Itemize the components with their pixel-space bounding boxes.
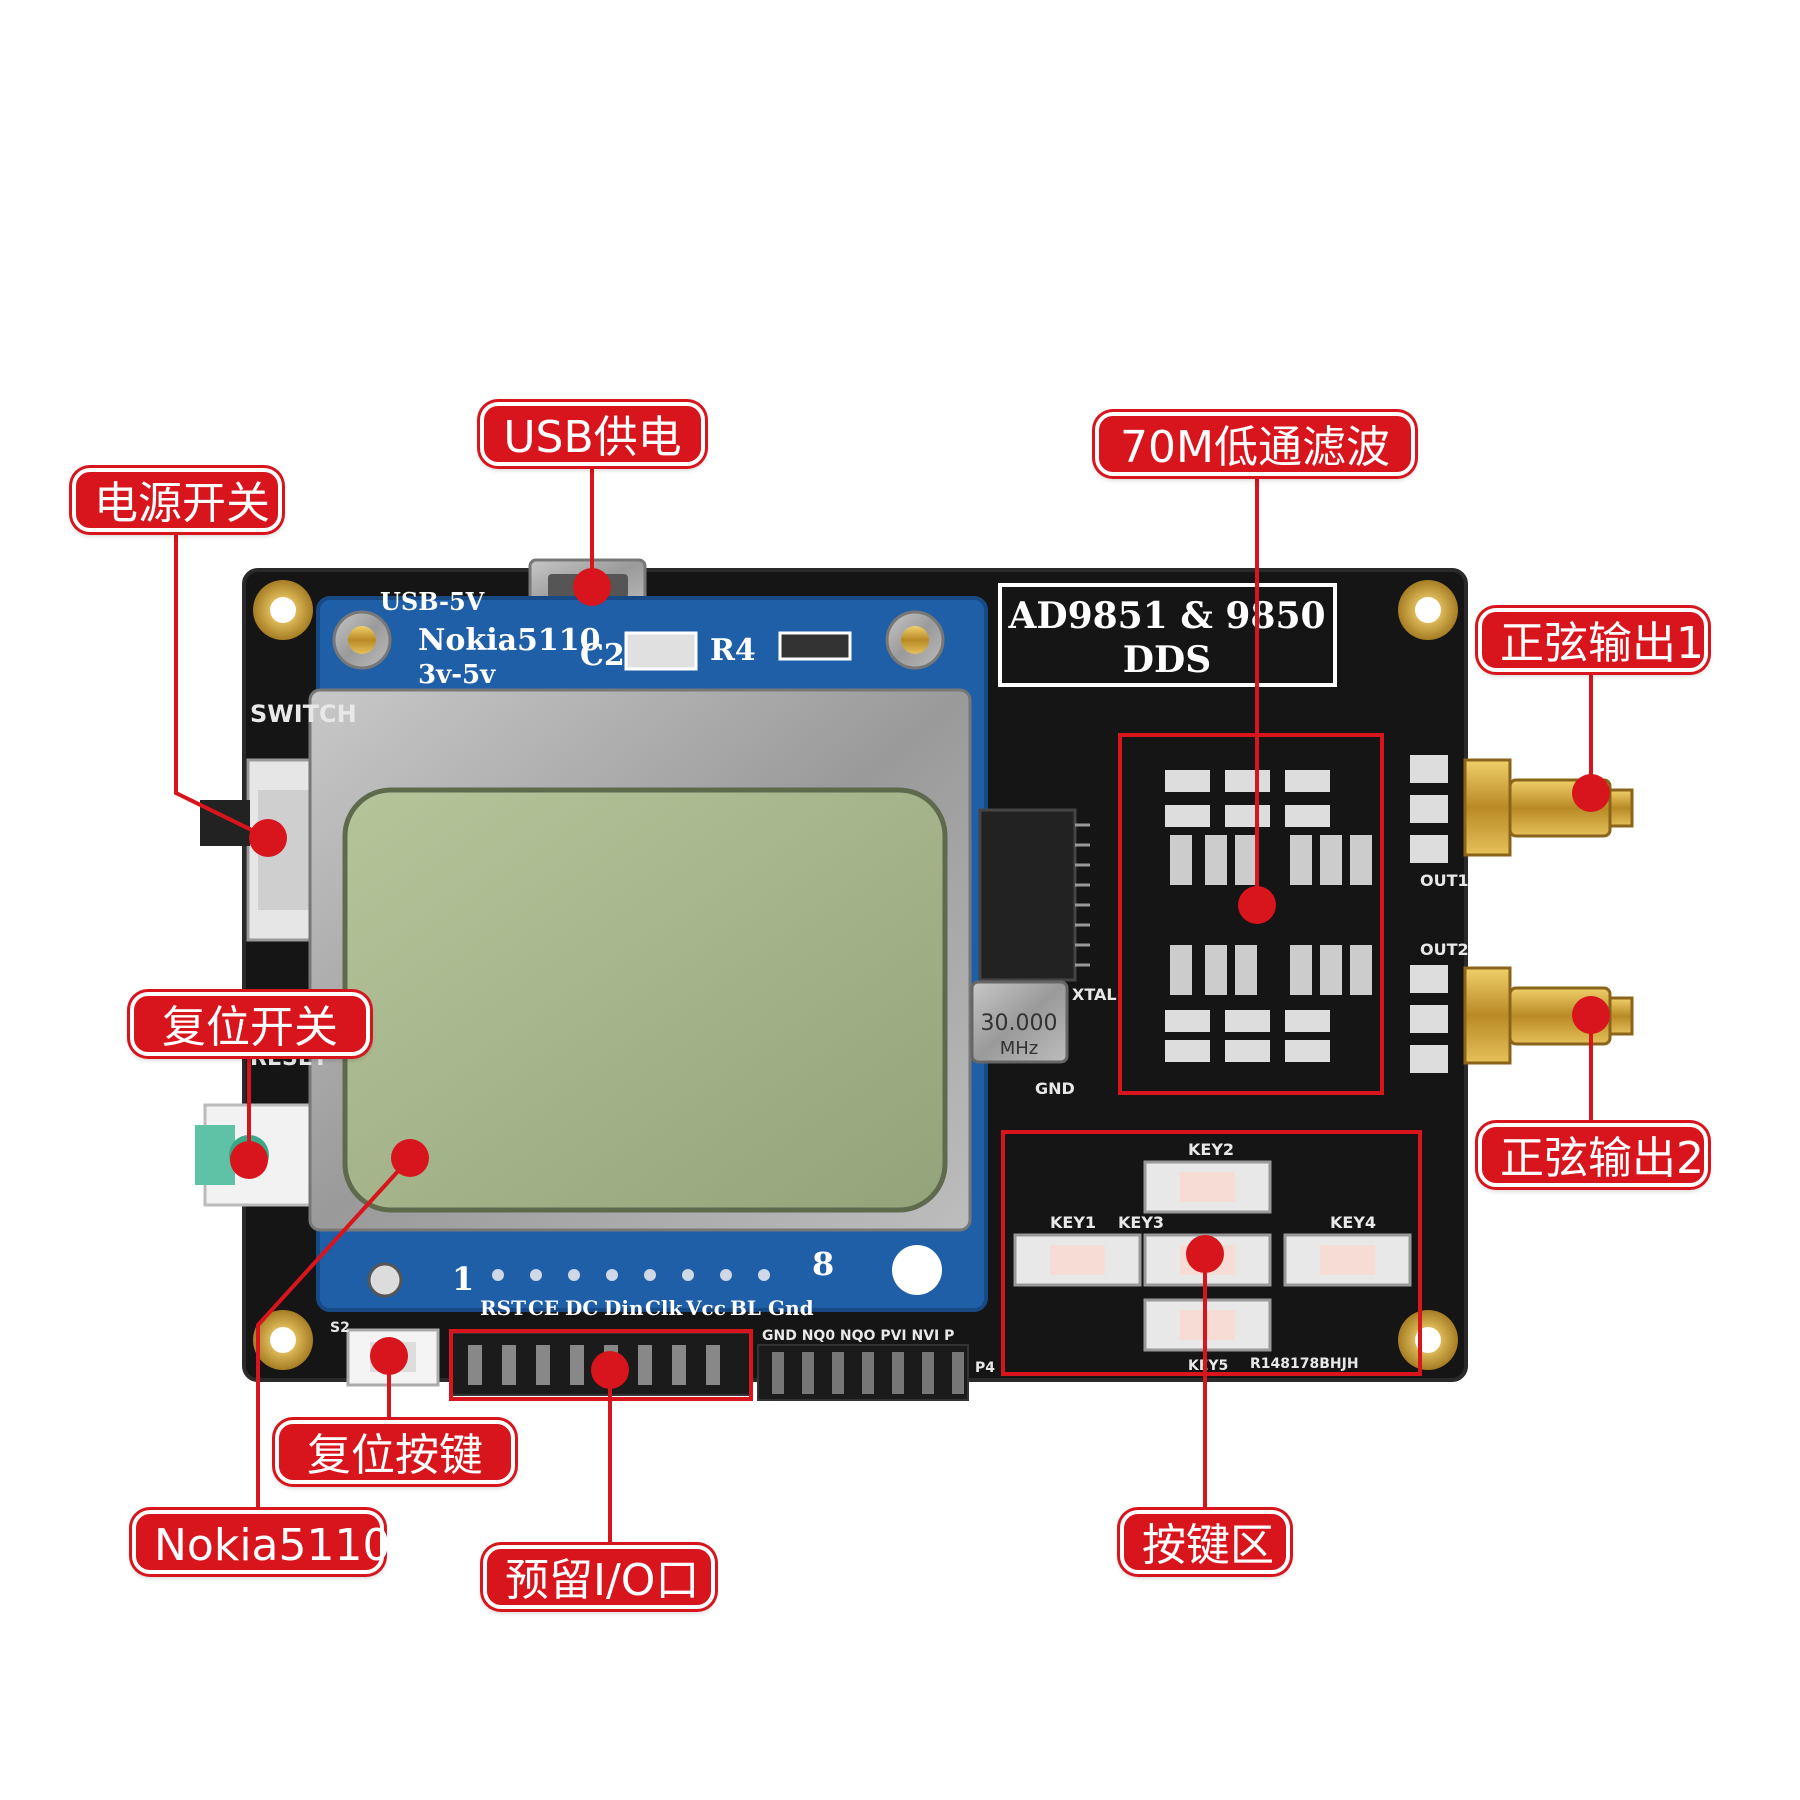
svg-text:RST: RST bbox=[480, 1296, 526, 1320]
key1-label: KEY1 bbox=[1050, 1213, 1096, 1232]
key5-label: KEY5 bbox=[1188, 1358, 1228, 1374]
switch-label: SWITCH bbox=[250, 700, 357, 728]
s2-label: S2 bbox=[330, 1320, 350, 1336]
svg-text:Vcc: Vcc bbox=[685, 1296, 726, 1320]
nokia5110-module bbox=[308, 596, 988, 1312]
gnd-label: GND bbox=[1035, 1079, 1075, 1098]
svg-text:CE: CE bbox=[528, 1296, 559, 1320]
key2-label: KEY2 bbox=[1188, 1140, 1234, 1159]
dds-title-line2: DDS bbox=[1123, 639, 1211, 681]
key3-label: KEY3 bbox=[1118, 1213, 1164, 1232]
callout-reset-switch: 复位开关 bbox=[130, 992, 370, 1056]
callout-dots bbox=[230, 568, 1610, 1389]
dds-title-box bbox=[998, 583, 1337, 687]
board-code: R148178BHJH bbox=[1250, 1356, 1359, 1372]
dds-chip bbox=[978, 808, 1090, 982]
callout-lowpass-filter: 70M低通滤波 bbox=[1095, 412, 1415, 476]
callout-sine-out-2: 正弦输出2 bbox=[1478, 1123, 1708, 1187]
crystal-oscillator: 30.000 MHz bbox=[970, 980, 1069, 1064]
callout-usb-power: USB供电 bbox=[480, 402, 705, 466]
reserved-io-box bbox=[449, 1329, 753, 1401]
xtal-label: XTAL bbox=[1072, 985, 1117, 1004]
key4-label: KEY4 bbox=[1330, 1213, 1376, 1232]
lcd-pin-labels: RST CE DC Din Clk Vcc BL Gnd bbox=[480, 1296, 814, 1320]
r4-label: R4 bbox=[710, 633, 756, 668]
pin-last-label: 8 bbox=[812, 1245, 834, 1283]
pin-first-label: 1 bbox=[452, 1260, 474, 1298]
callout-sine-out-1: 正弦输出1 bbox=[1478, 608, 1708, 672]
callout-leaders bbox=[174, 466, 1593, 1545]
svg-text:Clk: Clk bbox=[645, 1296, 684, 1320]
key-area-box bbox=[1001, 1130, 1422, 1376]
callout-power-switch: 电源开关 bbox=[72, 468, 282, 532]
io-header-label: GND NQ0 NQO PVI NVI P bbox=[762, 1328, 954, 1344]
dds-title-line1: AD9851 & 9850 bbox=[1007, 595, 1325, 637]
svg-text:DC: DC bbox=[565, 1296, 598, 1320]
out1-label: OUT1 bbox=[1420, 871, 1469, 890]
p4-label: P4 bbox=[975, 1360, 995, 1376]
lcd-module-name: Nokia5110 bbox=[418, 623, 601, 658]
mounting-holes bbox=[253, 580, 1458, 1370]
callout-key-area: 按键区 bbox=[1120, 1510, 1290, 1574]
callout-reset-key: 复位按键 bbox=[275, 1420, 515, 1484]
callout-reserved-io: 预留I/O口 bbox=[483, 1545, 715, 1609]
svg-text:BL: BL bbox=[730, 1296, 761, 1320]
c2-label: C2 bbox=[580, 638, 625, 673]
lcd-screen bbox=[342, 787, 948, 1213]
svg-text:Gnd: Gnd bbox=[768, 1296, 814, 1320]
out2-label: OUT2 bbox=[1420, 940, 1469, 959]
svg-text:Din: Din bbox=[604, 1296, 644, 1320]
svg-text:MHz: MHz bbox=[1000, 1038, 1039, 1059]
lcd-voltage-label: 3v-5v bbox=[418, 660, 496, 690]
svg-text:30.000: 30.000 bbox=[981, 1011, 1058, 1036]
usb-label: USB-5V bbox=[380, 587, 485, 616]
filter-area-box bbox=[1118, 733, 1384, 1095]
callout-nokia5110: Nokia5110 bbox=[132, 1510, 390, 1574]
